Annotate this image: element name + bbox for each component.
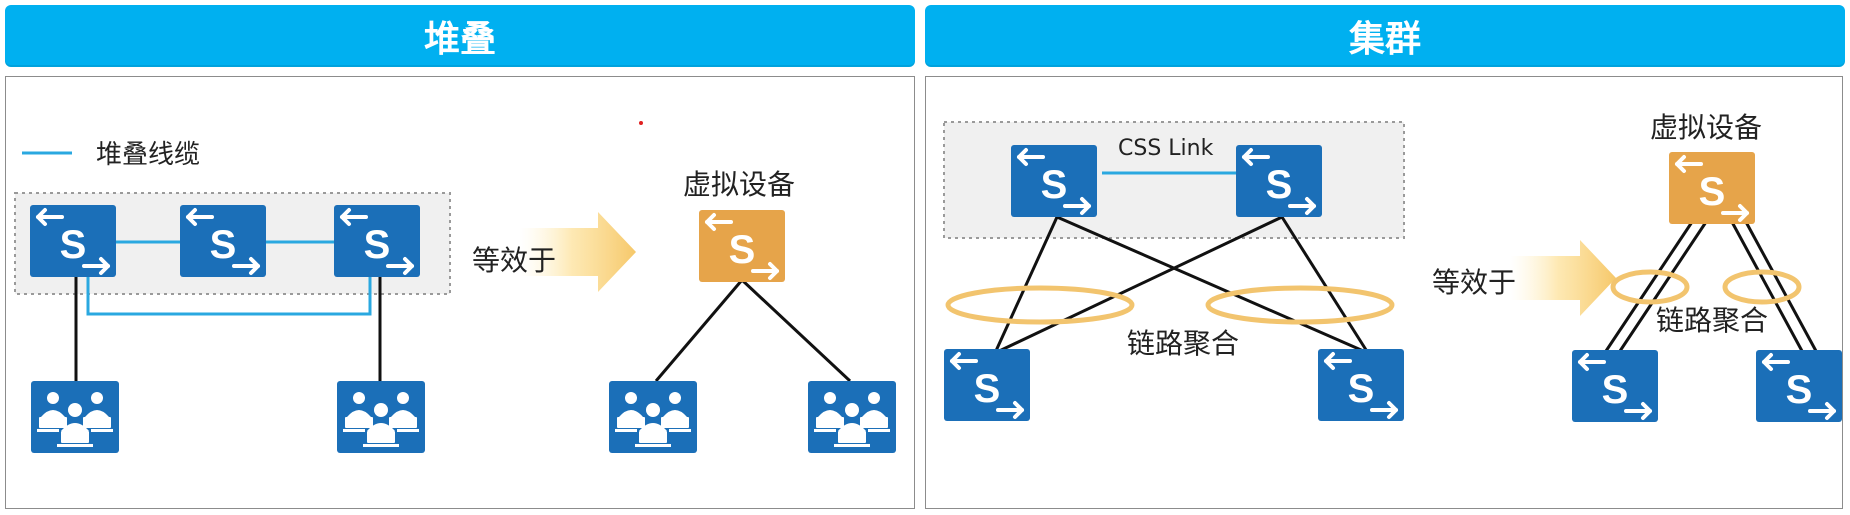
cluster-virtual-link-aggregation-label: 链路聚合 [1656,304,1768,337]
cluster-virtual-device-label: 虚拟设备 [1650,111,1762,144]
stack-virtual-switch [697,208,787,284]
equivalent-arrow-icon-left [520,212,636,292]
cluster-link-aggregation-label: 链路聚合 [1127,327,1239,360]
cluster-switch-top-left [1009,143,1099,219]
cluster-equivalent-text: 等效于 [1432,266,1516,299]
stack-equivalent-text: 等效于 [472,244,556,277]
cluster-virtual-switch [1667,150,1757,226]
equivalent-arrow-icon-right [1510,240,1616,316]
stack-legend: 堆叠线缆 [22,140,200,170]
stack-switch-3 [332,203,422,279]
cluster-cross-links [993,215,1370,355]
stack-virtual-device-label: 虚拟设备 [683,168,795,201]
cluster-switch-top-right [1234,143,1324,219]
cluster-virtual-bottom-right [1754,348,1844,424]
link-aggregation-rings-right [1610,269,1802,305]
stack-switch-2 [178,203,268,279]
stack-virtual-links [654,278,852,383]
css-link-label: CSS Link [1118,136,1214,161]
stack-switch-1 [28,203,118,279]
stack-legend-label: 堆叠线缆 [96,140,200,170]
cluster-virtual-bottom-left [1570,348,1660,424]
stack-header: 堆叠 [5,5,915,67]
marker-dot [639,121,643,125]
cluster-switch-bottom-right [1316,347,1406,423]
cluster-header: 集群 [925,5,1845,67]
stack-users-left [31,381,119,453]
cluster-switch-bottom-left [942,347,1032,423]
stack-access-links [74,276,382,385]
stack-cables [86,240,372,316]
link-aggregation-rings-left [945,285,1395,325]
virtual-users-left [609,381,697,453]
cluster-virtual-links [1604,221,1818,352]
stack-users-right [337,381,425,453]
virtual-users-right [808,381,896,453]
